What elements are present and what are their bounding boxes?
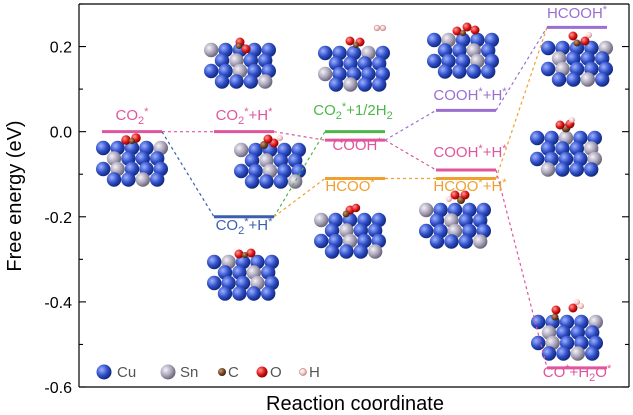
y-tick-label: -0.2 (44, 210, 72, 227)
legend-swatch (218, 368, 226, 376)
state-label: CO*+H2O* (543, 363, 612, 384)
legend-label: Cu (117, 364, 136, 381)
catalyst-slab-image (318, 36, 390, 92)
connector-co2h_low-co2_h2 (273, 131, 326, 218)
state-labels: CO2*CO2*+H*CO2*+H*CO2*+1/2H2COOH*HCOO*CO… (116, 4, 612, 384)
state-label: COOH*+H* (433, 86, 507, 104)
legend-item-C: C (218, 364, 239, 381)
catalyst-slab-image (204, 37, 276, 89)
y-tick-label: -0.6 (44, 380, 72, 397)
energy-levels (102, 25, 607, 370)
connection-lines (161, 27, 548, 368)
catalyst-slab-image (530, 117, 602, 177)
connector-co2h_low-hcoo (273, 177, 326, 218)
state-label: CO2* (116, 106, 150, 127)
catalyst-slab-image (427, 22, 499, 79)
connector-co2-co2h_low (161, 131, 215, 218)
legend-item-Sn: Sn (160, 364, 198, 381)
catalyst-slab-image (314, 203, 386, 259)
catalyst-slab-image (541, 31, 613, 87)
legend-swatch (96, 364, 112, 380)
legend-swatch (299, 368, 307, 376)
catalyst-slab-image (207, 248, 279, 301)
connector-cooh-cooh_h (384, 139, 437, 171)
legend-label: O (270, 364, 282, 381)
state-label: HCOO*+H* (433, 177, 507, 195)
state-label: CO2*+H* (216, 106, 274, 127)
legend-item-H: H (299, 364, 320, 381)
catalyst-slab-image (419, 190, 491, 249)
catalyst-slab-image (531, 299, 603, 361)
legend-swatch (160, 364, 176, 380)
x-axis-title: Reaction coordinate (266, 393, 444, 415)
state-label: HCOO* (325, 177, 375, 195)
y-tick-label: 0.2 (50, 40, 72, 57)
state-label: COOH*+H* (433, 143, 507, 161)
legend-item-Cu: Cu (96, 364, 136, 381)
legend: Cu Sn C O H (96, 364, 320, 381)
catalyst-slab-image (96, 133, 168, 187)
connector-co2h-cooh (273, 131, 326, 141)
state-label: CO2*+1/2H2 (313, 101, 393, 122)
legend-item-O: O (256, 364, 282, 381)
catalyst-slab-image (234, 134, 306, 189)
state-label: HCOOH* (547, 4, 608, 22)
legend-label: H (309, 364, 320, 381)
legend-swatch (256, 366, 268, 378)
state-label: COOH* (332, 136, 382, 154)
connector-cooh_h_high-hcooh (495, 27, 548, 111)
y-axis-title: Free energy (eV) (4, 120, 26, 271)
axes (78, 3, 630, 388)
connector-cooh_h-co_h2o (495, 169, 548, 368)
legend-label: Sn (180, 364, 198, 381)
y-tick-label: -0.4 (44, 295, 72, 312)
legend-label: C (228, 364, 239, 381)
catalyst-structure-images (96, 22, 613, 361)
y-tick-label: 0.0 (50, 125, 72, 142)
state-label: CO2*+H* (216, 216, 274, 237)
connector-hcoo_h-hcooh (495, 27, 548, 179)
connector-cooh-cooh_h_high (384, 109, 437, 141)
y-ticks: -0.6 -0.4 -0.2 0.0 0.2 (44, 3, 629, 397)
